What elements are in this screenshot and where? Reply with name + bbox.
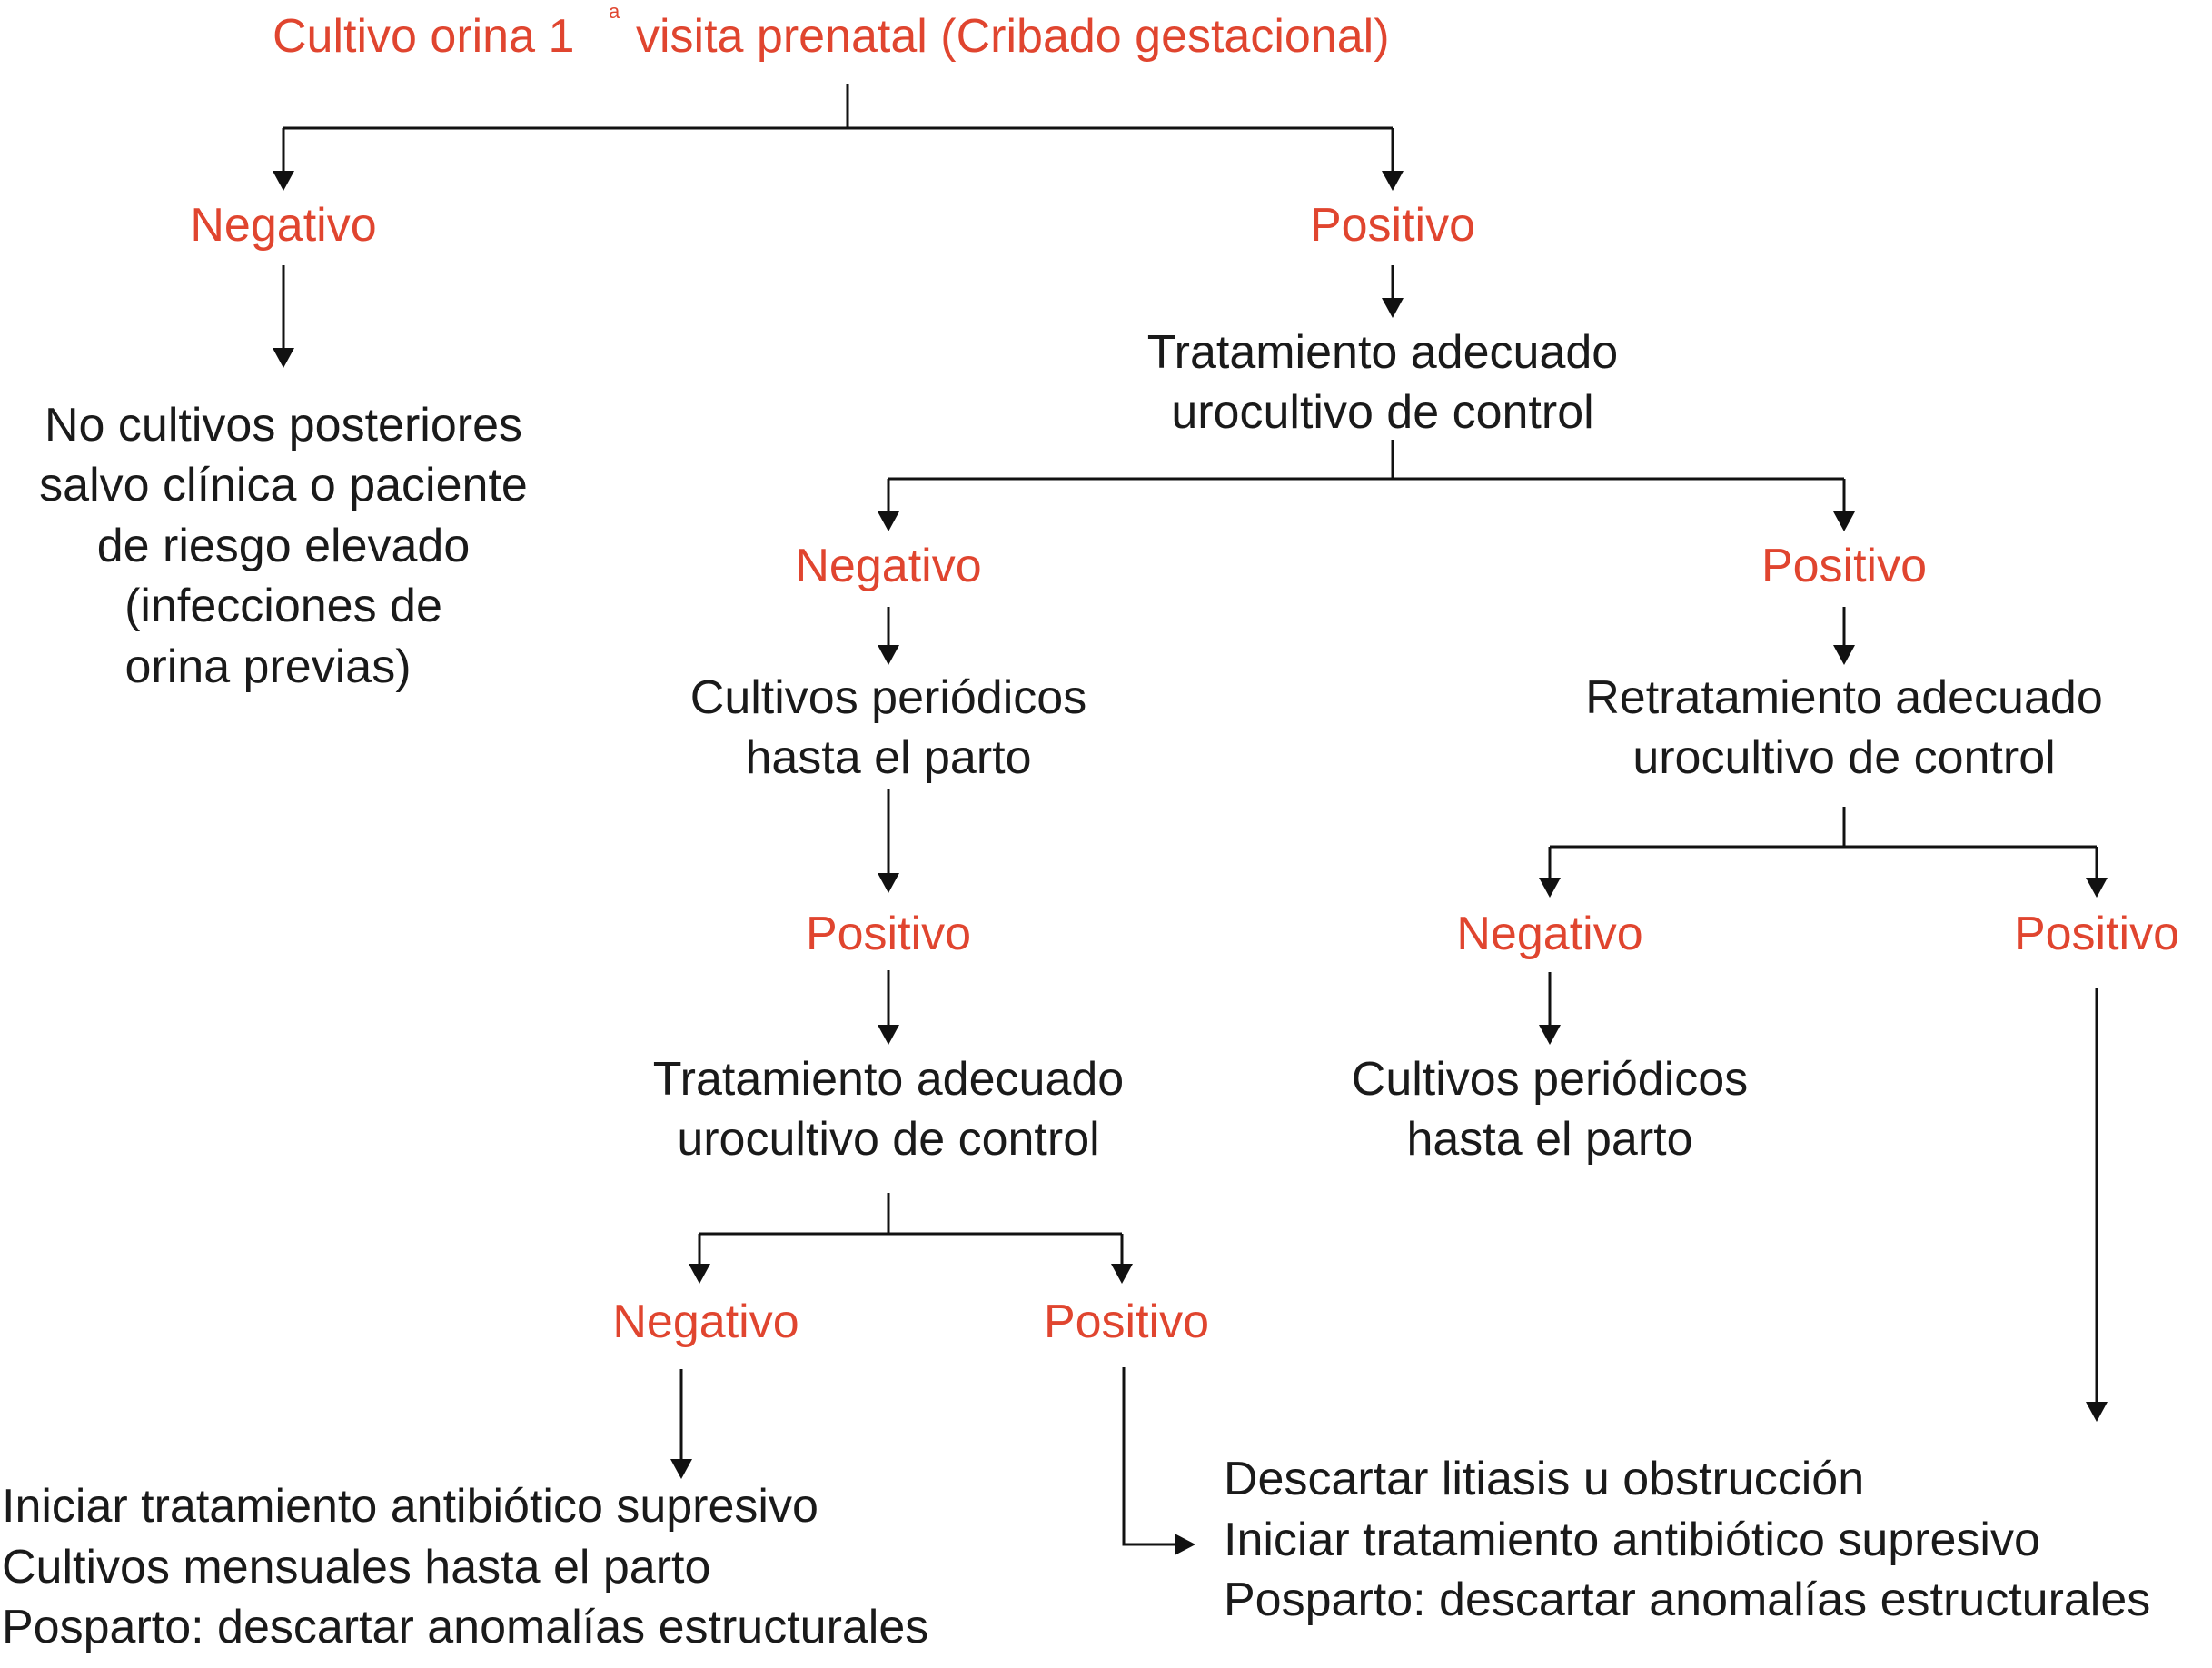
arrowhead-right-positive [1382, 298, 1404, 318]
root-label-part1: Cultivo orina 1 [273, 10, 574, 63]
treatment-node-2: Tratamiento adecuado urocultivo de contr… [653, 1053, 1124, 1166]
connectors [273, 84, 2108, 1555]
periodic-cultures-node-1: Cultivos periódicos hasta el parto [690, 671, 1086, 784]
text-line: urocultivo de control [1171, 386, 1593, 439]
periodic-positive-label: Positivo [806, 908, 971, 960]
text-line: hasta el parto [1406, 1113, 1692, 1166]
text-line: de riesgo elevado [97, 520, 471, 572]
retreatment-node: Retratamiento adecuado urocultivo de con… [1585, 671, 2103, 784]
outcome-right-block: Descartar litiasis u obstrucción Iniciar… [1224, 1453, 2150, 1626]
text-line: Cultivos periódicos [690, 671, 1086, 724]
text-line: urocultivo de control [677, 1113, 1099, 1166]
arrowhead-right-positive2 [1833, 645, 1855, 665]
arrowhead-control3-left [1539, 878, 1561, 898]
treatment-node-1: Tratamiento adecuado urocultivo de contr… [1147, 326, 1618, 439]
control1-negative-label: Negativo [795, 540, 981, 592]
text-line: Iniciar tratamiento antibiótico supresiv… [2, 1480, 818, 1533]
arrowhead-control3-positive [2086, 1402, 2108, 1422]
text-line: Tratamiento adecuado [653, 1053, 1124, 1106]
text-line: hasta el parto [745, 731, 1031, 784]
arrowhead-control1-left [878, 511, 899, 531]
text-line: Posparto: descartar anomalías estructura… [1224, 1574, 2150, 1626]
connector-control2-positive [1122, 1367, 1176, 1546]
arrowhead-control3-right [2086, 878, 2108, 898]
text-line: urocultivo de control [1632, 731, 2055, 784]
text-line: Iniciar tratamiento antibiótico supresiv… [1224, 1514, 2040, 1566]
control3-negative-label: Negativo [1456, 908, 1642, 960]
outcome-left-block: Iniciar tratamiento antibiótico supresiv… [2, 1480, 928, 1653]
control2-positive-label: Positivo [1044, 1296, 1209, 1348]
control2-negative-label: Negativo [612, 1296, 799, 1348]
control3-positive-label: Positivo [2014, 908, 2179, 960]
arrowhead-mid-positive [878, 1025, 899, 1045]
text-line: Cultivos mensuales hasta el parto [2, 1541, 710, 1594]
text-line: Descartar litiasis u obstrucción [1224, 1453, 1864, 1505]
arrowhead-root-right [1382, 171, 1404, 191]
arrowhead-control1-right [1833, 511, 1855, 531]
arrowhead-mid-negative [878, 645, 899, 665]
arrowhead-left-negative [273, 348, 294, 368]
root-negative-label: Negativo [190, 199, 376, 252]
periodic-cultures-node-2: Cultivos periódicos hasta el parto [1352, 1053, 1748, 1166]
text-line: Cultivos periódicos [1352, 1053, 1748, 1106]
root-superscript: a [609, 0, 620, 23]
arrowhead-control2-right [1111, 1264, 1133, 1284]
left-outcome-text: No cultivos posteriores salvo clínica o … [39, 399, 528, 693]
arrowhead-control2-positive [1175, 1534, 1195, 1555]
text-line: Tratamiento adecuado [1147, 326, 1618, 379]
arrowhead-control2-left [689, 1264, 710, 1284]
text-line: salvo clínica o paciente [39, 459, 528, 511]
arrowhead-root-left [273, 171, 294, 191]
text-line: No cultivos posteriores [45, 399, 522, 452]
arrowhead-mid-periodic [878, 873, 899, 893]
root-label-part2: visita prenatal (Cribado gestacional) [636, 10, 1390, 63]
text-line: (infecciones de [124, 580, 442, 632]
root-node: Cultivo orina 1 a visita prenatal (Criba… [273, 0, 1390, 63]
text-line: Retratamiento adecuado [1585, 671, 2103, 724]
arrowhead-control2-negative [670, 1459, 692, 1479]
arrowhead-control3-negative [1539, 1025, 1561, 1045]
text-line: orina previas) [124, 640, 411, 693]
text-line: Posparto: descartar anomalías estructura… [2, 1601, 928, 1653]
root-positive-label: Positivo [1310, 199, 1475, 252]
control1-positive-label: Positivo [1761, 540, 1927, 592]
